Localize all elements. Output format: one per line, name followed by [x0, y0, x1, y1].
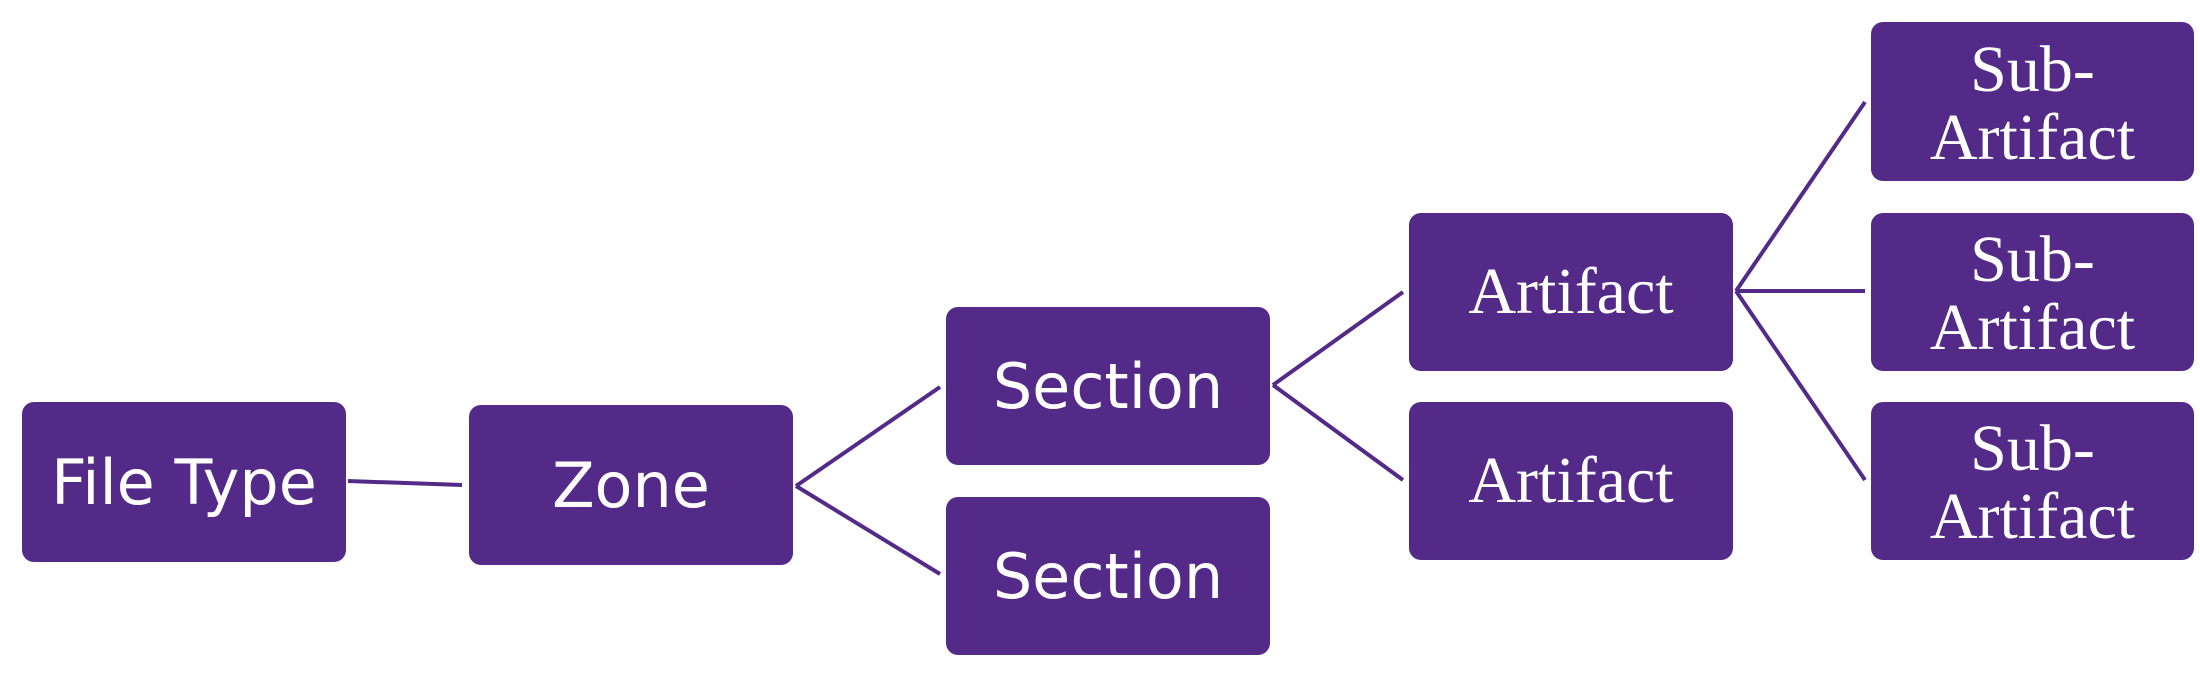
sub-artifact-label-3-line-1: Sub- [1970, 412, 2095, 485]
artifact-label-2: Artifact [1468, 444, 1674, 517]
sub-artifact-label-1-line-2: Artifact [1929, 100, 2136, 174]
sub-artifact-node-3: Sub- Artifact [1871, 402, 2194, 560]
connector-zone-section-2 [794, 484, 942, 576]
zone-node: Zone [469, 405, 793, 565]
sub-artifact-label-2-line-2: Artifact [1929, 291, 2136, 364]
section-label-1: Section [992, 349, 1224, 423]
section-label-2: Section [992, 539, 1224, 613]
sub-artifact-label-2-line-1: Sub- [1970, 223, 2095, 296]
connector-section-artifact-1 [1271, 290, 1405, 387]
section-node-1: Section [946, 307, 1270, 465]
sub-artifact-label-1-line-1: Sub- [1970, 32, 2095, 106]
artifact-node-2: Artifact [1409, 402, 1733, 560]
connector-section-artifact-2 [1271, 383, 1405, 482]
sub-artifact-label-3-line-2: Artifact [1929, 480, 2136, 553]
artifact-label-1: Artifact [1468, 255, 1674, 328]
connector-zone-section-1 [794, 385, 942, 488]
file-type-node: File Type [22, 402, 346, 562]
sub-artifact-node-1: Sub- Artifact [1871, 22, 2194, 181]
section-node-2: Section [946, 497, 1270, 655]
file-type-label: File Type [51, 445, 317, 519]
artifact-node-1: Artifact [1409, 213, 1733, 371]
zone-label: Zone [552, 448, 710, 522]
connector-artifact-subartifact-1 [1734, 100, 1867, 293]
connector-filetype-zone [347, 479, 463, 487]
sub-artifact-node-2: Sub- Artifact [1871, 213, 2194, 371]
connector-artifact-subartifact-3 [1734, 289, 1867, 482]
